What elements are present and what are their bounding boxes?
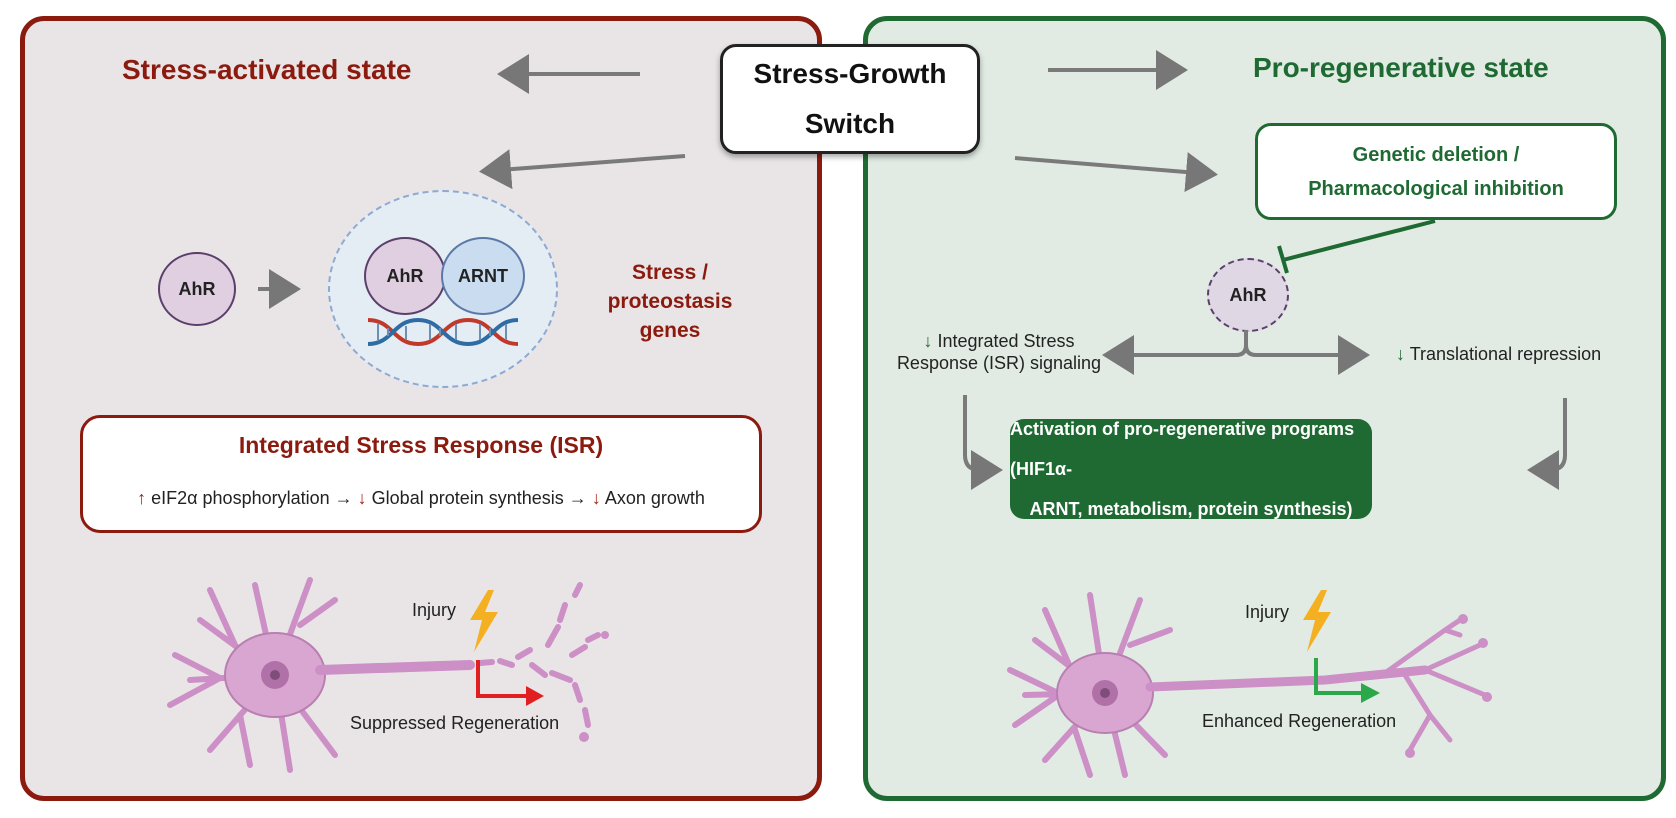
arrow-switch-to-genetic-box — [1014, 152, 1218, 192]
enhanced-arrow — [1314, 658, 1380, 703]
arrow-isr-to-activation — [963, 395, 1003, 490]
neuron-icon — [167, 577, 609, 773]
translational-repression-label: ↓ Translational repression — [1396, 344, 1601, 365]
isr-box: Integrated Stress Response (ISR) ↑ eIF2α… — [80, 415, 762, 533]
arrow-switch-to-complex — [479, 149, 686, 190]
genes-line2: proteostasis — [607, 290, 733, 313]
complex-ahr-label: AhR — [386, 265, 424, 286]
right-lightning-icon — [1303, 590, 1331, 652]
left-injury-label: Injury — [412, 600, 457, 620]
switch-line2: Switch — [804, 108, 896, 139]
activation-box: Activation of pro-regenerative programs … — [1010, 419, 1372, 519]
isr-step2: Global protein synthesis — [371, 488, 564, 508]
complex-arnt: ARNT — [441, 237, 525, 315]
ahr-node-label: AhR — [178, 278, 216, 299]
stress-growth-switch: Stress-Growth Switch — [720, 44, 980, 154]
isr-sep1: → — [334, 488, 353, 508]
down-arrow-1: ↓ — [357, 488, 367, 508]
isr-step3: Axon growth — [604, 488, 705, 508]
ahr-node: AhR — [158, 252, 236, 326]
isr-signaling-line1: Integrated Stress — [937, 331, 1075, 351]
isr-signaling-label: ↓ Integrated Stress Response (ISR) signa… — [884, 330, 1114, 374]
switch-line1: Stress-Growth — [753, 58, 947, 89]
genes-line1: Stress / — [632, 261, 708, 284]
isr-title: Integrated Stress Response (ISR) — [238, 432, 604, 458]
right-injury-label: Injury — [1245, 602, 1290, 622]
activation-line2: ARNT, metabolism, protein synthesis) — [1029, 499, 1353, 519]
pro-regenerative-title: Pro-regenerative state — [1253, 52, 1549, 83]
lightning-icon — [470, 590, 498, 652]
inhibition-line — [1282, 219, 1436, 262]
stress-activated-title: Stress-activated state — [122, 54, 412, 85]
inhibited-ahr-label: AhR — [1229, 284, 1267, 305]
translational-repression-text: Translational repression — [1409, 344, 1602, 364]
up-arrow: ↑ — [137, 488, 147, 508]
enhanced-regeneration-label: Enhanced Regeneration — [1202, 711, 1397, 731]
isr-chain: ↑ eIF2α phosphorylation → ↓ Global prote… — [83, 488, 759, 509]
ahr-branch — [1102, 330, 1248, 375]
regenerating-neuron-icon — [1007, 592, 1492, 778]
inhibited-ahr-node: AhR — [1207, 258, 1289, 332]
suppressed-regeneration-label: Suppressed Regeneration — [350, 713, 560, 733]
isr-step1: eIF2α phosphorylation — [151, 488, 330, 508]
isr-signaling-line2: Response (ISR) signaling — [896, 353, 1102, 373]
isr-down-arrow: ↓ — [923, 331, 933, 351]
genetic-deletion-box: Genetic deletion / Pharmacological inhib… — [1255, 123, 1617, 220]
complex-arnt-label: ARNT — [458, 265, 508, 286]
isr-sep2: → — [568, 488, 587, 508]
translation-down-arrow: ↓ — [1396, 344, 1405, 364]
genetic-line2: Pharmacological inhibition — [1308, 177, 1564, 200]
inhibition-bar — [1277, 245, 1289, 274]
complex-ahr: AhR — [364, 237, 446, 315]
activation-line1: Activation of pro-regenerative programs … — [1010, 419, 1355, 479]
stress-proteostasis-genes: Stress / proteostasis genes — [590, 258, 750, 345]
suppressed-arrow — [476, 660, 544, 706]
genetic-line1: Genetic deletion / — [1352, 143, 1520, 166]
arrow-translation-to-activation — [1527, 398, 1567, 490]
dna-icon — [368, 317, 518, 347]
down-arrow-2: ↓ — [591, 488, 601, 508]
genes-line3: genes — [639, 319, 701, 342]
